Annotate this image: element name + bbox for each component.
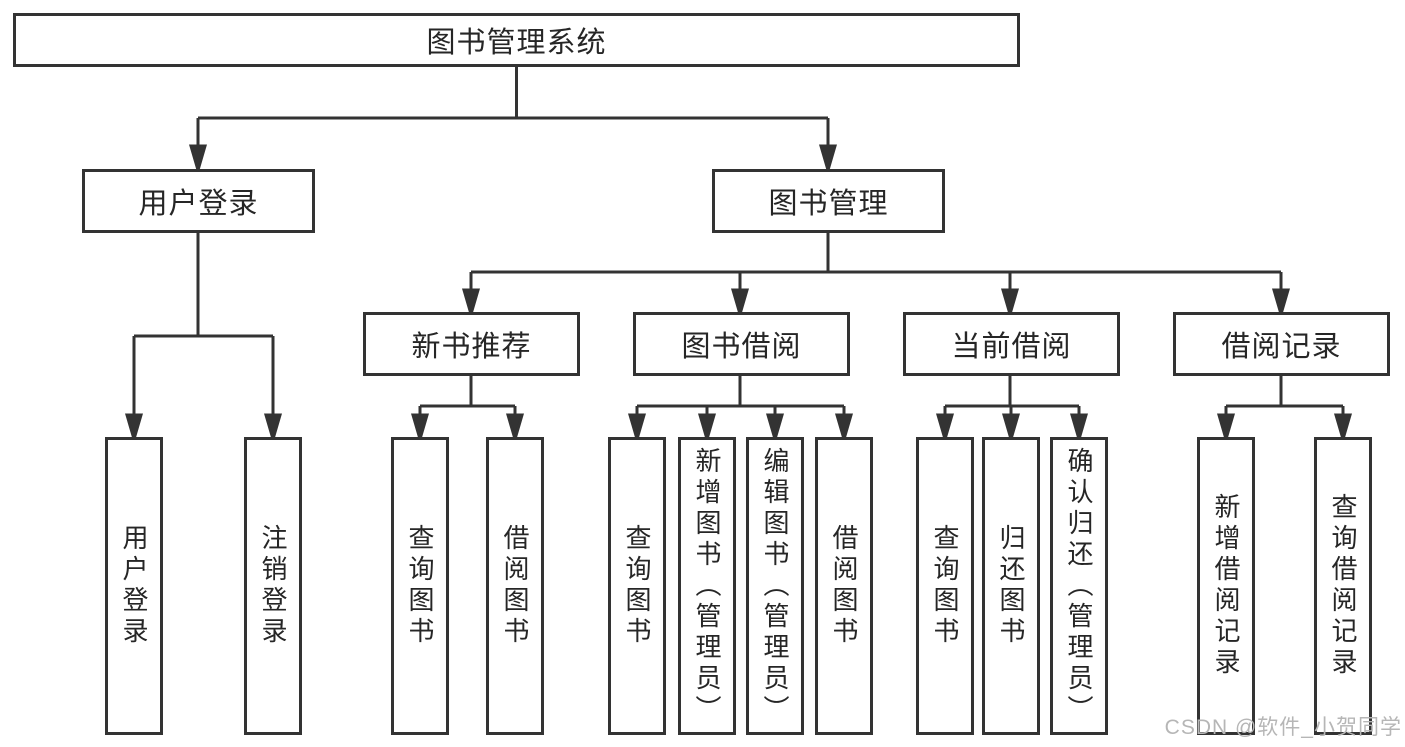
leaf-logout: 注销登录 (244, 437, 302, 735)
connector-book-management-to-level3 (462, 233, 1290, 320)
leaf-records-add-record: 新增借阅记录 (1197, 437, 1255, 735)
node-book-borrowing: 图书借阅 (633, 312, 850, 376)
node-book-management-label: 图书管理 (768, 188, 889, 220)
csdn-watermark: CSDN @软件_小贺同学 (1164, 716, 1402, 739)
leaf-records-query-record: 查询借阅记录 (1314, 437, 1372, 735)
leaf-borrowing-add-books-admin: 新增图书（管理员） (678, 437, 736, 735)
leaf-borrowing-edit-books-admin-label: 编辑图书（管理员） (760, 446, 790, 726)
leaf-current-return-books-label: 归还图书 (996, 524, 1026, 648)
leaf-recommend-borrow-books-label: 借阅图书 (500, 524, 530, 648)
connector-current-borrowing-to-leaves (936, 376, 1088, 445)
node-current-borrowing-label: 当前借阅 (951, 331, 1072, 363)
leaf-current-query-books-label: 查询图书 (930, 524, 960, 648)
node-borrowing-records: 借阅记录 (1173, 312, 1390, 376)
leaf-user-login: 用户登录 (105, 437, 163, 735)
node-borrowing-records-label: 借阅记录 (1221, 331, 1342, 363)
node-book-management: 图书管理 (712, 169, 945, 233)
leaf-current-query-books: 查询图书 (916, 437, 974, 735)
connector-new-book-recommend-to-leaves (411, 376, 524, 445)
node-user-login: 用户登录 (82, 169, 315, 233)
leaf-borrowing-borrow-books-label: 借阅图书 (829, 524, 859, 648)
leaf-recommend-query-books-label: 查询图书 (405, 524, 435, 648)
leaf-recommend-borrow-books: 借阅图书 (486, 437, 544, 735)
leaf-borrowing-borrow-books: 借阅图书 (815, 437, 873, 735)
connector-borrowing-records-to-leaves (1217, 376, 1352, 445)
leaf-borrowing-edit-books-admin: 编辑图书（管理员） (746, 437, 804, 735)
node-user-login-label: 用户登录 (138, 188, 259, 220)
leaf-borrowing-add-books-admin-label: 新增图书（管理员） (692, 446, 722, 726)
leaf-logout-label: 注销登录 (258, 524, 288, 648)
node-library-management-system: 图书管理系统 (13, 13, 1020, 67)
leaf-records-add-record-label: 新增借阅记录 (1211, 493, 1241, 679)
node-current-borrowing: 当前借阅 (903, 312, 1120, 376)
connector-book-borrowing-to-leaves (628, 376, 853, 445)
node-new-book-recommend: 新书推荐 (363, 312, 580, 376)
node-new-book-recommend-label: 新书推荐 (411, 331, 532, 363)
node-library-management-system-label: 图书管理系统 (426, 27, 607, 59)
connector-user-login-to-leaves (125, 233, 282, 445)
leaf-borrowing-query-books-label: 查询图书 (622, 524, 652, 648)
leaf-borrowing-query-books: 查询图书 (608, 437, 666, 735)
leaf-current-confirm-return-admin-label: 确认归还（管理员） (1064, 446, 1094, 726)
node-book-borrowing-label: 图书借阅 (681, 331, 802, 363)
leaf-recommend-query-books: 查询图书 (391, 437, 449, 735)
leaf-current-return-books: 归还图书 (982, 437, 1040, 735)
leaf-user-login-label: 用户登录 (119, 524, 149, 648)
connector-root-to-level2 (189, 67, 837, 176)
leaf-current-confirm-return-admin: 确认归还（管理员） (1050, 437, 1108, 735)
leaf-records-query-record-label: 查询借阅记录 (1328, 493, 1358, 679)
